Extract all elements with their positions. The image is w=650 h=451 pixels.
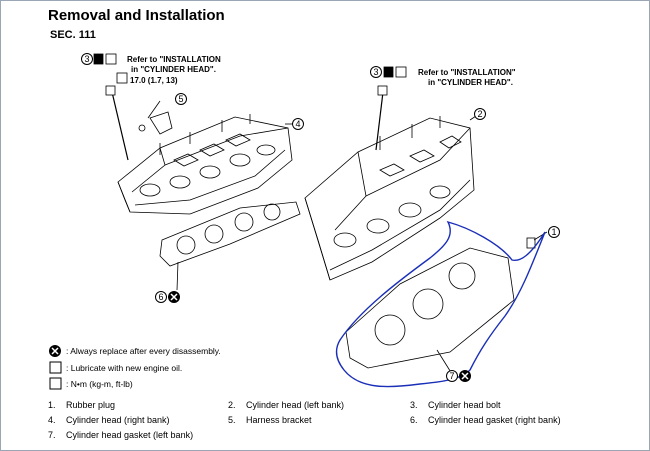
oil-icon [49, 361, 62, 374]
callout-4: 4 [292, 118, 304, 130]
svg-text:3: 3 [373, 67, 378, 77]
page-title: Removal and Installation [48, 7, 225, 24]
replace-icon [168, 291, 180, 303]
callout-1: 1 [548, 226, 560, 238]
svg-text:4: 4 [295, 119, 300, 129]
callout-right-line1: Refer to "INSTALLATION" [418, 68, 516, 77]
callout-left-line1: Refer to "INSTALLATION [127, 55, 221, 64]
svg-text:6: 6 [158, 292, 163, 302]
spec-icons-right [383, 66, 407, 78]
harness-bracket-drawing [138, 100, 173, 135]
legend-replace-text: : Always replace after every disassembly… [66, 346, 221, 356]
svg-text:5: 5 [178, 94, 183, 104]
svg-text:3: 3 [84, 54, 89, 64]
svg-text:7: 7 [449, 371, 454, 381]
annotation-outline [335, 220, 546, 388]
callout-right-text: Refer to "INSTALLATION" in "CYLINDER HEA… [418, 68, 516, 88]
svg-text:1: 1 [551, 227, 556, 237]
part-6: 6.Cylinder head gasket (right bank) [410, 415, 561, 425]
gasket-right-bank-drawing [345, 247, 515, 375]
replace-icon [49, 345, 61, 357]
spec-icons-left [93, 53, 128, 84]
callout-7: 7 [446, 370, 458, 382]
cylinder-head-right-bank-drawing [117, 114, 293, 215]
part-2: 2.Cylinder head (left bank) [228, 400, 345, 410]
part-4: 4.Cylinder head (right bank) [48, 415, 170, 425]
callout-5: 5 [175, 93, 187, 105]
part-3: 3.Cylinder head bolt [410, 400, 501, 410]
callout-left-line2: in "CYLINDER HEAD". [131, 65, 216, 74]
callout-left-text: Refer to "INSTALLATION in "CYLINDER HEAD… [127, 55, 221, 75]
callout-3-left: 3 [81, 53, 93, 65]
callout-3-right: 3 [370, 66, 382, 78]
replace-icon [459, 370, 471, 382]
part-1: 1.Rubber plug [48, 400, 116, 410]
callout-left-torque: 17.0 (1.7, 13) [130, 76, 178, 85]
part-7: 7.Cylinder head gasket (left bank) [48, 430, 194, 440]
gasket-left-bank-drawing [159, 201, 301, 291]
callout-6: 6 [155, 291, 167, 303]
section-code: SEC. 111 [50, 29, 96, 41]
legend-torque-text: : N•m (kg-m, ft-lb) [66, 379, 133, 389]
svg-text:2: 2 [477, 109, 482, 119]
part-5: 5.Harness bracket [228, 415, 312, 425]
torque-icon [49, 377, 62, 390]
cylinder-head-left-bank-drawing [304, 116, 475, 281]
callout-right-line2: in "CYLINDER HEAD". [428, 78, 513, 87]
legend-oil-text: : Lubricate with new engine oil. [66, 363, 183, 373]
cylinder-head-bolt-left-drawing [105, 85, 129, 161]
cylinder-head-bolt-right-drawing [375, 85, 388, 151]
callout-2: 2 [474, 108, 486, 120]
